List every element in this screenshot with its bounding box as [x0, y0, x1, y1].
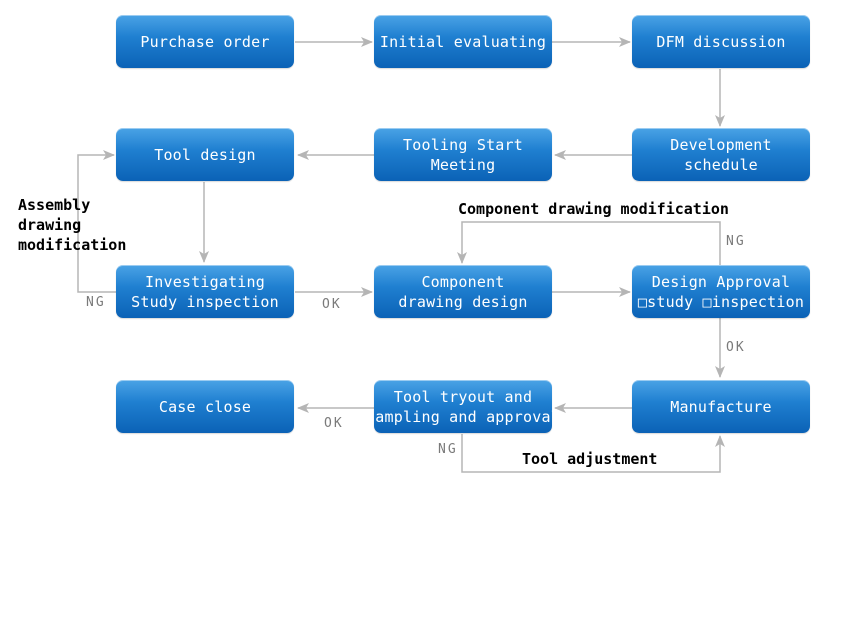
node-label-line-2: Meeting [430, 155, 496, 174]
node-label: DFM discussion [656, 32, 786, 51]
label-ng-tryout: NG [438, 442, 458, 457]
arrow-investigating-ng-loop [77, 150, 116, 293]
node-design-approval: Design Approval □study □inspection [632, 265, 810, 318]
node-tooling-start-meeting: Tooling Start Meeting [374, 128, 552, 181]
node-dfm-discussion: DFM discussion [632, 15, 810, 68]
label-tool-adjustment: Tool adjustment [522, 450, 658, 468]
node-case-close: Case close [116, 380, 294, 433]
label-line-3: modification [18, 236, 127, 254]
node-label: Manufacture [670, 397, 772, 416]
node-label-line-1: Design Approval [651, 272, 791, 291]
label-line-2: drawing [18, 216, 82, 234]
node-label-line-1: Component [421, 272, 505, 291]
node-initial-evaluating: Initial evaluating [374, 15, 552, 68]
label-component-drawing-modification: Component drawing modification [458, 200, 729, 218]
node-label-line-1: Tool tryout and [393, 387, 533, 406]
node-label-line-1: Investigating [145, 272, 265, 291]
node-label-line-2: Study inspection [131, 292, 279, 311]
label-line-1: Assembly [18, 196, 91, 214]
node-label: Purchase order [140, 32, 270, 51]
node-label-line-1: Development [670, 135, 772, 154]
node-label-line-2: □study □inspection [637, 292, 805, 311]
node-component-drawing-design: Component drawing design [374, 265, 552, 318]
label-ok-design-approval: OK [726, 340, 746, 355]
label-ok-tryout: OK [324, 416, 344, 431]
node-label-line-2: schedule [684, 155, 758, 174]
arrow-approval-ng-loop [457, 221, 721, 265]
node-purchase-order: Purchase order [116, 15, 294, 68]
node-investigating: Investigating Study inspection [116, 265, 294, 318]
node-manufacture: Manufacture [632, 380, 810, 433]
node-label: Tool design [154, 145, 256, 164]
arrow-tryout-ng-loop [461, 434, 725, 473]
label-ng-investigating: NG [86, 295, 106, 310]
node-label: Initial evaluating [379, 32, 547, 51]
node-tool-design: Tool design [116, 128, 294, 181]
node-label: Case close [158, 397, 252, 416]
node-label-line-2: drawing design [398, 292, 528, 311]
label-ok-investigating: OK [322, 297, 342, 312]
label-assembly-drawing-modification: Assembly drawing modification [18, 195, 126, 255]
label-ng-design-approval: NG [726, 234, 746, 249]
node-label-line-1: Tooling Start [403, 135, 523, 154]
node-label-line-2: sampling and approval [366, 407, 560, 426]
node-tool-tryout: Tool tryout and sampling and approval [366, 380, 560, 433]
node-development-schedule: Development schedule [632, 128, 810, 181]
